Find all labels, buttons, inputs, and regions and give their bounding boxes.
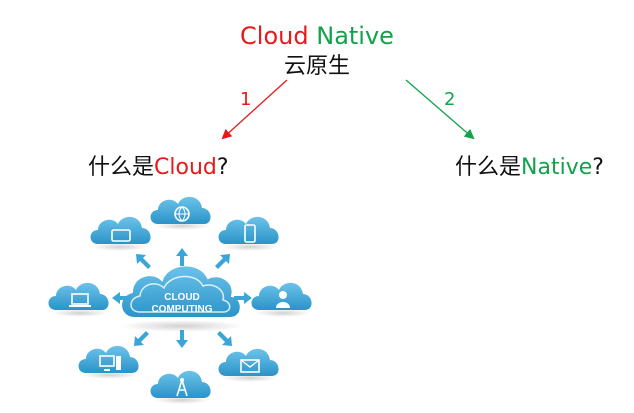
cloud-computing-illustration: CLOUD COMPUTING [48,196,312,404]
arrow-to-cloud [221,79,288,140]
spoke-arrows [112,248,252,348]
center-label-line2: COMPUTING [151,304,212,315]
antenna-icon [176,379,188,397]
diagram-subtitle: 云原生 [283,54,350,79]
cloud-mail [218,348,279,376]
cloud-desktop [78,345,139,373]
question-native-keyword: Native [521,155,593,180]
branch-1-number: 1 [240,89,252,110]
diagram-title: Cloud Native [0,22,634,50]
cloud-laptop [48,282,109,310]
laptop-icon [71,293,89,305]
arrow-to-native [405,79,475,140]
title-native: Native [316,22,394,50]
cloud-tablet [90,216,151,244]
center-cloud: CLOUD COMPUTING [120,264,242,319]
question-cloud-prefix: 什么是 [88,155,155,180]
question-native-prefix: 什么是 [455,155,522,180]
user-icon [279,291,287,299]
question-cloud: 什么是Cloud? [88,155,229,181]
tablet-icon [111,229,131,242]
question-native: 什么是Native? [455,155,604,181]
question-cloud-suffix: ? [216,155,229,180]
mail-icon [240,359,260,373]
center-label-line1: CLOUD [164,292,200,303]
cloud-user [251,282,312,310]
cloud-globe [150,196,211,224]
cloud-antenna [150,370,211,398]
cloud-smartphone [218,216,279,244]
desktop-icon [99,355,115,367]
question-cloud-keyword: Cloud [154,155,217,180]
title-cloud: Cloud [240,22,309,50]
smartphone-icon [244,224,256,243]
question-native-suffix: ? [592,155,604,180]
branch-2-number: 2 [444,89,456,110]
